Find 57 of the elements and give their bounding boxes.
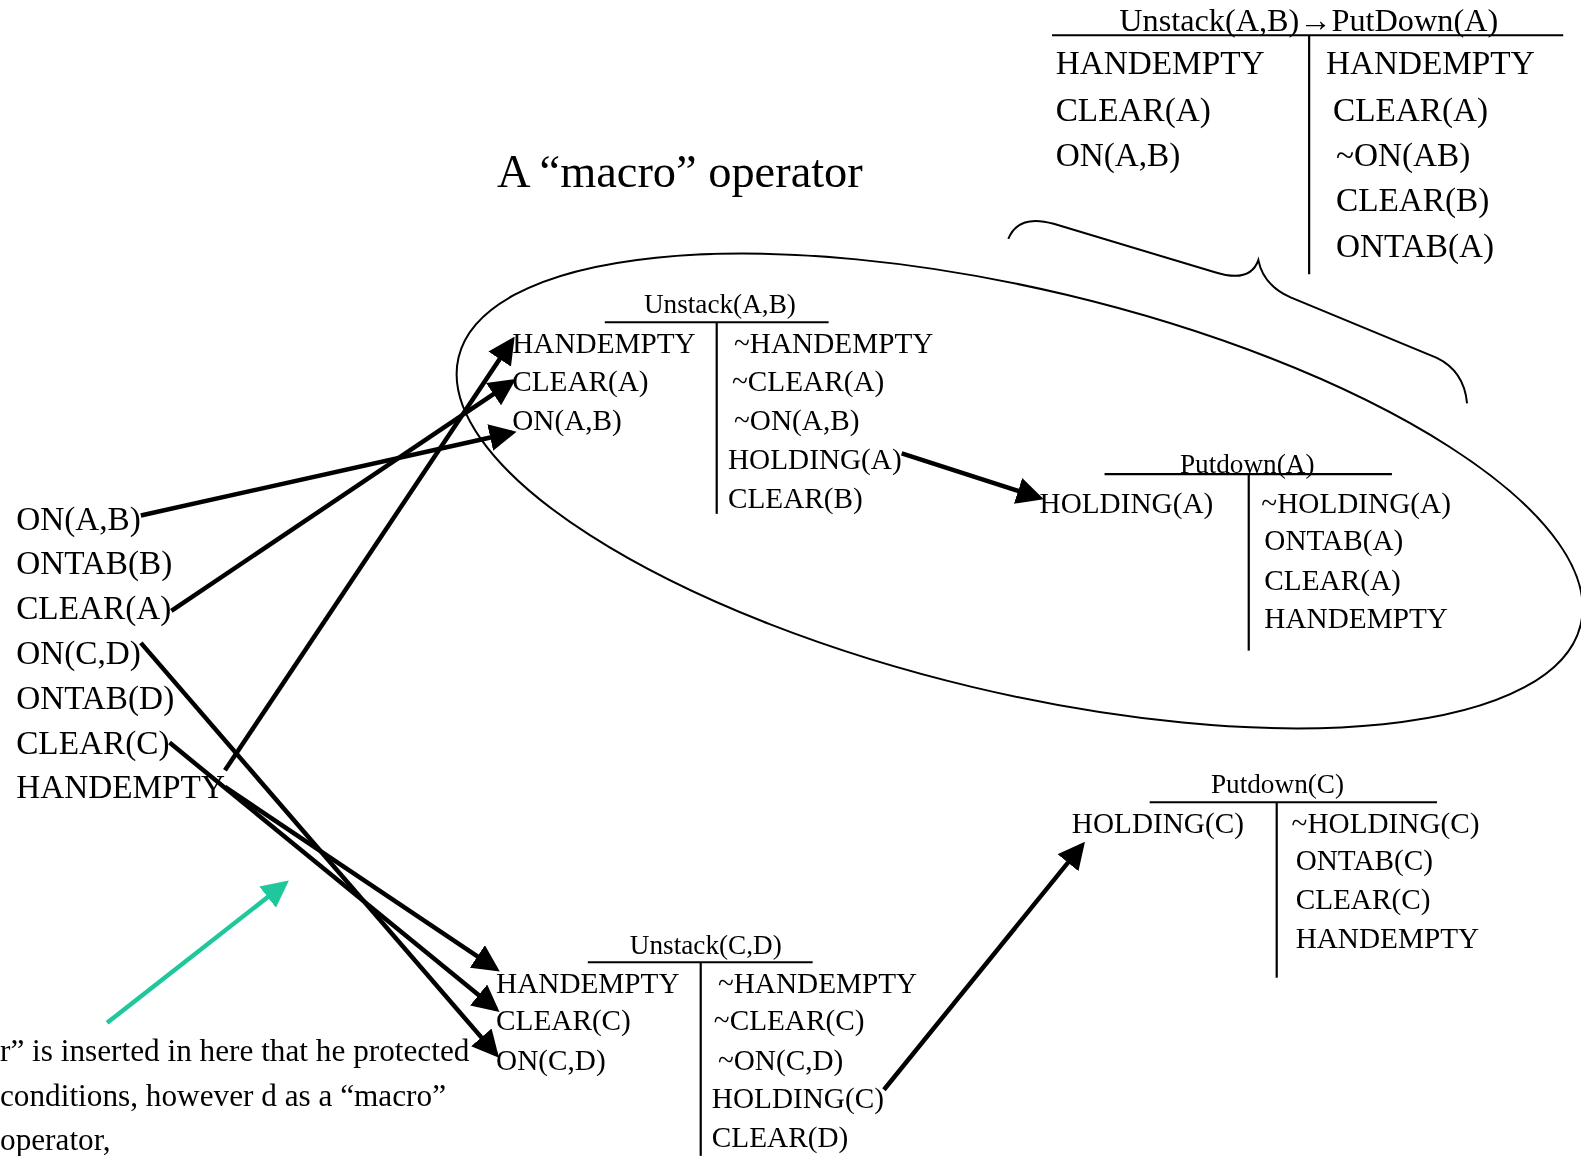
state-fact: HANDEMPTY	[16, 770, 225, 804]
state-fact: CLEAR(A)	[16, 590, 172, 625]
condition-text: CLEAR(C)	[1295, 885, 1431, 915]
state-fact: CLEAR(C)	[16, 725, 170, 760]
condition-text: HOLDING(A)	[1039, 489, 1214, 519]
state-fact: ON(A,B)	[16, 502, 141, 536]
arrow	[105, 880, 289, 1025]
condition-text: CLEAR(A)	[512, 367, 649, 397]
arrow	[882, 841, 1085, 1092]
condition-text: HANDEMPTY	[512, 328, 696, 358]
operator-name: Putdown(C)	[1210, 771, 1344, 799]
arrow	[139, 641, 499, 1058]
operator-name: Unstack(C,D)	[629, 931, 782, 959]
condition-text: ONTAB(C)	[1295, 845, 1433, 876]
arrow	[223, 785, 500, 972]
condition-text: CLEAR(D)	[711, 1123, 849, 1153]
condition-text: HANDEMPTY	[1325, 46, 1535, 80]
arrow	[170, 379, 516, 613]
condition-text: ON(A,B)	[1055, 138, 1181, 172]
condition-text: CLEAR(C)	[496, 1006, 631, 1036]
condition-text: HANDEMPTY	[1055, 46, 1265, 80]
condition-text: HOLDING(C)	[1071, 808, 1244, 838]
condition-text: ON(C,D)	[496, 1045, 606, 1075]
condition-text: ~HANDEMPTY	[717, 968, 918, 999]
arrow	[901, 451, 1044, 504]
condition-text: CLEAR(B)	[1335, 183, 1490, 217]
condition-text: HANDEMPTY	[1264, 603, 1448, 634]
condition-text: ~ON(C,D)	[717, 1045, 844, 1075]
state-fact: ONTAB(D)	[16, 680, 175, 714]
arrow	[223, 336, 515, 772]
condition-text: ~HOLDING(A)	[1261, 489, 1451, 519]
arrow	[168, 740, 500, 1013]
operator-name: Unstack(A,B)→PutDown(A)	[1119, 4, 1499, 37]
condition-text: HANDEMPTY	[496, 968, 680, 999]
condition-text: CLEAR(A)	[1055, 92, 1211, 127]
condition-text: ~ON(A,B)	[734, 406, 860, 436]
operator-name: Unstack(A,B)	[643, 291, 796, 319]
condition-text: CLEAR(A)	[1332, 92, 1489, 127]
diagram-title: A “macro” operator	[497, 149, 863, 196]
condition-text: ~CLEAR(A)	[732, 367, 885, 397]
state-fact: ON(C,D)	[16, 636, 141, 670]
note-text: r” is inserted in here that he protected conditions, however d as a “macro” operator,	[0, 1029, 487, 1156]
condition-text: ~CLEAR(C)	[713, 1006, 865, 1036]
condition-text: HOLDING(C)	[711, 1083, 884, 1114]
condition-text: ONTAB(A)	[1264, 526, 1404, 556]
state-fact: ONTAB(B)	[16, 546, 173, 580]
condition-text: CLEAR(B)	[727, 483, 863, 514]
condition-text: ~HOLDING(C)	[1291, 808, 1480, 838]
condition-text: ON(A,B)	[512, 406, 622, 436]
condition-text: ~HANDEMPTY	[734, 328, 934, 358]
condition-text: ~ON(AB)	[1335, 138, 1471, 172]
condition-text: HANDEMPTY	[1295, 923, 1480, 953]
condition-text: ONTAB(A)	[1335, 228, 1495, 263]
arrow	[140, 424, 517, 518]
condition-text: CLEAR(A)	[1264, 565, 1401, 595]
operator-name: Putdown(A)	[1179, 450, 1315, 478]
condition-text: HOLDING(A)	[727, 444, 902, 474]
